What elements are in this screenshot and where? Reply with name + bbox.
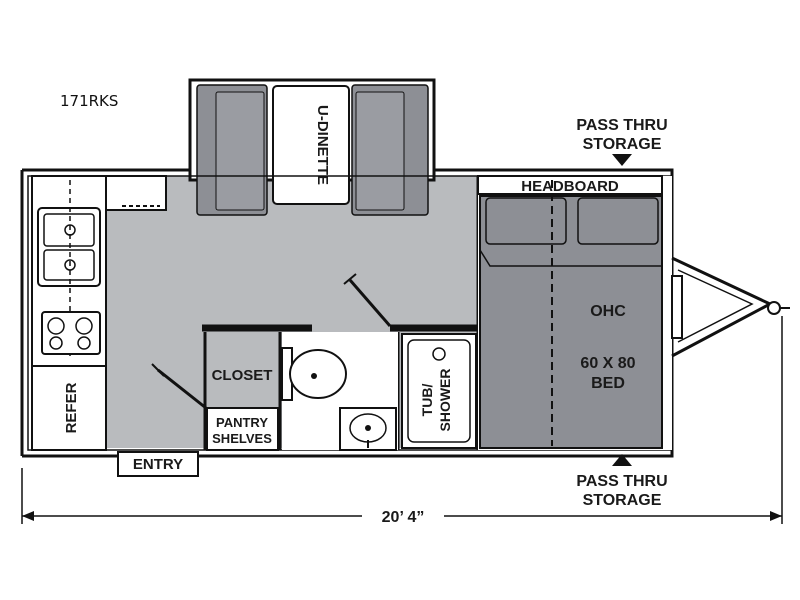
headboard-label: HEADBOARD	[521, 178, 619, 195]
pantry-shelves: PANTRY SHELVES	[206, 407, 279, 451]
tub-label-line2: SHOWER	[437, 369, 453, 432]
hitch-tongue	[671, 256, 790, 358]
kitchen-counter	[31, 175, 167, 367]
outer-wall	[20, 168, 674, 458]
bed-size-label: 60 X 80	[580, 355, 635, 372]
door-swings	[151, 273, 392, 410]
bedroom: HEADBOARD OHC 60 X 80 BED	[477, 175, 672, 450]
pass-thru-bottom-line2: STORAGE	[583, 492, 662, 509]
entry-door: ENTRY	[117, 451, 199, 477]
pass-thru-bottom-line1: PASS THRU	[576, 473, 667, 490]
pass-thru-storage-top: PASS THRU STORAGE	[576, 117, 668, 166]
refer-label: REFER	[63, 382, 80, 433]
bathroom	[281, 332, 398, 451]
ohc-label: OHC	[590, 303, 626, 320]
toilet-bowl	[289, 349, 347, 399]
pass-thru-top-line1: PASS THRU	[576, 117, 667, 134]
cooktop	[41, 311, 101, 355]
dinette-table	[272, 85, 350, 205]
dinette-slideout: U-DINETTE	[188, 78, 436, 216]
pantry-label-line2: SHELVES	[212, 431, 272, 446]
pillow-left	[485, 197, 567, 245]
tub-shower: TUB/ SHOWER	[401, 333, 477, 449]
tub-label-line1: TUB/	[419, 384, 435, 417]
dinette-label: U-DINETTE	[314, 105, 331, 185]
bed-label: BED	[591, 375, 625, 392]
length-label: 20’ 4”	[382, 509, 425, 526]
entry-label: ENTRY	[133, 456, 183, 473]
model-code: 171RKS	[60, 92, 118, 110]
double-sink	[37, 207, 101, 287]
headboard	[477, 175, 663, 195]
pass-thru-storage-bottom: PASS THRU STORAGE	[576, 454, 668, 509]
length-dimension: 20’ 4”	[21, 316, 783, 526]
refrigerator: REFER	[31, 365, 107, 451]
closet-label: CLOSET	[212, 367, 273, 384]
pantry-label-line1: PANTRY	[216, 415, 268, 430]
pass-thru-top-line2: STORAGE	[583, 136, 662, 153]
pillow-right	[577, 197, 659, 245]
